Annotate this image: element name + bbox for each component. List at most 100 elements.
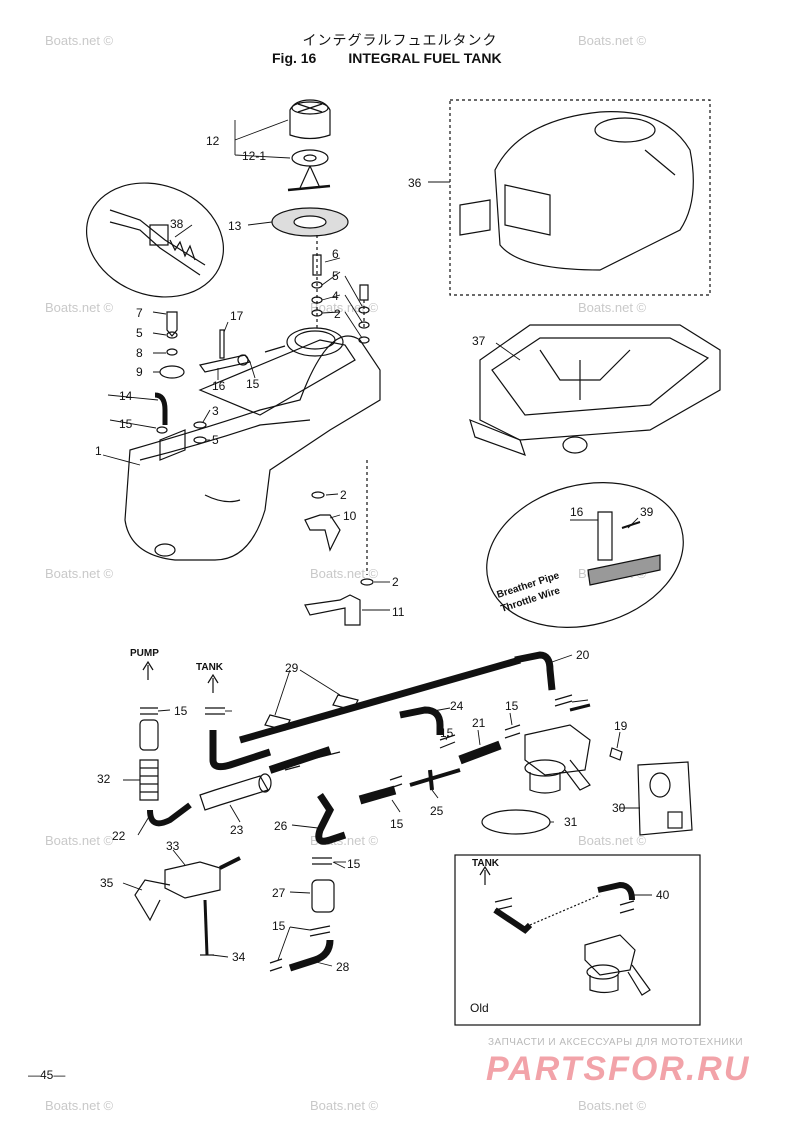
fuel-tank	[124, 327, 381, 561]
callout-10: 10	[343, 509, 357, 523]
tank-gasket	[271, 207, 349, 237]
callout-5-upper: 5	[332, 269, 339, 283]
bracket-10	[304, 491, 341, 552]
watermark: Boats.net ©	[310, 300, 379, 315]
callout-29: 29	[285, 661, 299, 675]
callout-4: 4	[332, 289, 339, 303]
callout-39: 39	[640, 505, 654, 519]
callout-2-mid: 2	[340, 488, 347, 502]
small-hardware-left	[154, 311, 185, 434]
title-japanese: インテグラルフュエルタンク	[302, 32, 498, 48]
old-label: Old	[470, 1001, 489, 1015]
part-numbers: 12 12-1 13 36 38 37 6 5 4 2 7 5 8 9 17 1…	[95, 134, 670, 974]
callout-20: 20	[576, 648, 590, 662]
top-cowling	[459, 111, 694, 271]
callout-15-27: 15	[347, 857, 361, 871]
callout-22: 22	[112, 829, 126, 843]
brand-logo: PARTSFOR.RU	[486, 1050, 751, 1088]
callout-1: 1	[95, 444, 102, 458]
callout-40: 40	[656, 888, 670, 902]
callout-32: 32	[97, 772, 111, 786]
cable-clamp	[109, 209, 206, 276]
callout-3: 3	[212, 404, 219, 418]
leader-lines	[102, 119, 652, 967]
cowling-frame	[449, 99, 711, 296]
old-pump	[479, 865, 651, 996]
tank-label: TANK	[196, 662, 224, 673]
plate-31	[481, 809, 551, 835]
watermark: Boats.net ©	[578, 33, 647, 48]
callout-15-left: 15	[119, 417, 133, 431]
clip-16-39	[587, 511, 661, 586]
callout-33: 33	[166, 839, 180, 853]
tank-label-old: TANK	[472, 858, 500, 869]
hardware-3-5	[193, 421, 207, 444]
watermark: Boats.net ©	[310, 566, 379, 581]
watermark: Boats.net ©	[45, 1098, 114, 1113]
fuel-pump-18	[524, 703, 623, 794]
callout-12: 12	[206, 134, 220, 148]
page-number: —45—	[28, 1068, 66, 1082]
callout-15-right: 15	[505, 699, 519, 713]
callout-36: 36	[408, 176, 422, 190]
decal-30	[637, 761, 693, 836]
callout-37: 37	[472, 334, 486, 348]
watermark: Boats.net ©	[45, 833, 114, 848]
small-hardware-right	[311, 235, 370, 344]
old-inset	[454, 854, 701, 1026]
figure-number: Fig. 16	[272, 50, 317, 66]
callout-13: 13	[228, 219, 242, 233]
callout-5-mid: 5	[212, 433, 219, 447]
pump-label: PUMP	[130, 648, 159, 659]
callout-21: 21	[472, 716, 486, 730]
callout-8: 8	[136, 346, 143, 360]
inset-breather	[486, 482, 684, 628]
callout-15-bottom: 15	[272, 919, 286, 933]
callout-31: 31	[564, 815, 578, 829]
watermark: Boats.net ©	[45, 33, 114, 48]
callout-9: 9	[136, 365, 143, 379]
callout-15-pump: 15	[174, 704, 188, 718]
callout-2-lower: 2	[392, 575, 399, 589]
callout-25: 25	[430, 804, 444, 818]
callout-14: 14	[119, 389, 133, 403]
callout-16-inset: 16	[570, 505, 584, 519]
brand-tagline: ЗАПЧАСТИ И АКСЕССУАРЫ ДЛЯ МОТОТЕХНИКИ	[488, 1037, 744, 1048]
callout-11: 11	[392, 605, 405, 619]
callout-28: 28	[336, 960, 350, 974]
bracket-11	[304, 460, 374, 626]
watermark: Boats.net ©	[45, 300, 114, 315]
callout-27: 27	[272, 886, 286, 900]
callout-7: 7	[136, 306, 143, 320]
watermark: Boats.net ©	[578, 1098, 647, 1113]
callout-16: 16	[212, 379, 226, 393]
watermark: Boats.net ©	[578, 833, 647, 848]
watermark: Boats.net ©	[45, 566, 114, 581]
callout-26: 26	[274, 819, 288, 833]
callout-19: 19	[614, 719, 628, 733]
callout-12-1: 12-1	[242, 149, 266, 163]
lever-33	[134, 856, 241, 956]
watermark: Boats.net ©	[310, 1098, 379, 1113]
callout-15-top: 15	[246, 377, 260, 391]
inset-38	[85, 182, 225, 298]
callout-23: 23	[230, 823, 244, 837]
figure-name: INTEGRAL FUEL TANK	[348, 50, 502, 66]
hose-set	[139, 651, 573, 972]
fitting-16-17	[198, 329, 286, 373]
callout-17: 17	[230, 309, 244, 323]
callout-15-center: 15	[440, 726, 454, 740]
callout-5-left: 5	[136, 326, 143, 340]
watermark: Boats.net ©	[578, 300, 647, 315]
bottom-cowling	[469, 324, 721, 456]
callout-34: 34	[232, 950, 246, 964]
cap-gasket	[287, 149, 331, 192]
callout-24: 24	[450, 699, 464, 713]
text-labels: PUMP TANK TANK Breather Pipe Throttle Wi…	[130, 570, 562, 1015]
callout-38: 38	[170, 217, 184, 231]
callout-30: 30	[612, 801, 626, 815]
fuel-cap	[289, 99, 331, 140]
callout-15-lower: 15	[390, 817, 404, 831]
callout-6: 6	[332, 247, 339, 261]
